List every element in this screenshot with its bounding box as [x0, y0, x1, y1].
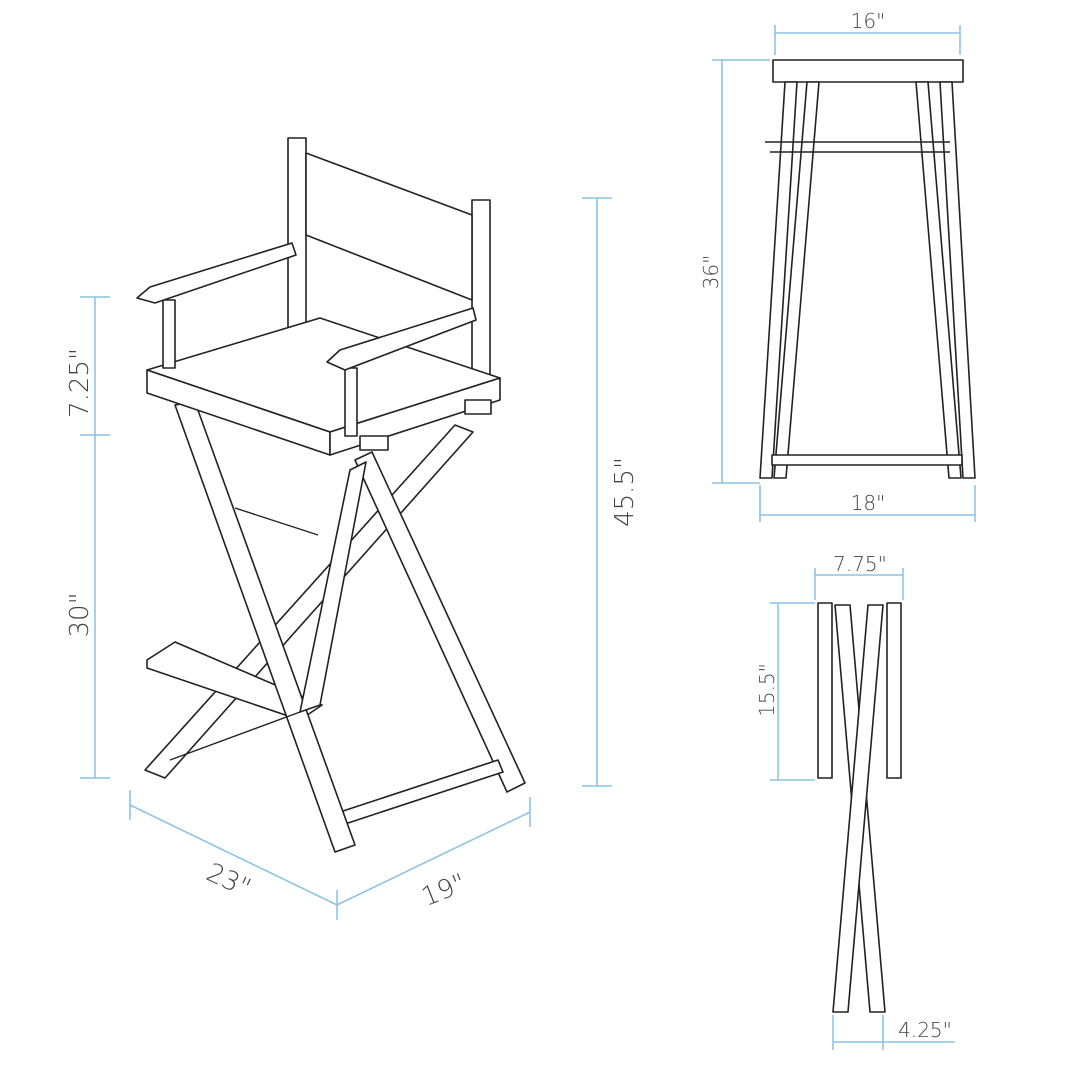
armrest-left [136, 242, 297, 304]
front-view-chair [759, 59, 976, 479]
back-canvas [305, 152, 473, 301]
folded-post-right [886, 602, 902, 779]
arm-height-label: 7.25" [65, 348, 95, 418]
perspective-chair [136, 137, 526, 853]
bottom-rail [771, 454, 963, 466]
front-view-dimensions: 16" 36" 18" [699, 9, 976, 522]
arm-support-right [344, 367, 358, 437]
width-label: 19" [418, 868, 471, 913]
front-height-label: 36" [699, 255, 723, 290]
hinge-plate [359, 435, 389, 451]
folded-chair [817, 602, 902, 1013]
seat-top [772, 59, 964, 83]
arm-support-left [162, 299, 176, 369]
top-width-label: 16" [851, 9, 886, 33]
folded-view-dimensions: 7.75" 15.5" 4.25" [755, 552, 955, 1050]
folded-thickness-label: 4.25" [898, 1018, 952, 1042]
rear-leg-right [354, 451, 526, 793]
depth-label: 23" [202, 858, 256, 904]
armrest-right [326, 307, 477, 371]
bottom-rail [339, 759, 504, 825]
total-height-label: 45.5" [610, 457, 640, 527]
base-width-label: 18" [851, 491, 886, 515]
hinge-plate [464, 399, 492, 415]
folded-post-left [817, 602, 833, 779]
back-post-left [287, 137, 307, 331]
footrest [146, 641, 323, 721]
front-leg-right [299, 461, 367, 713]
folded-arm-height-label: 15.5" [755, 663, 779, 717]
seat-height-label: 30" [65, 592, 95, 637]
folded-width-label: 7.75" [833, 552, 887, 576]
back-post-right [471, 199, 491, 393]
